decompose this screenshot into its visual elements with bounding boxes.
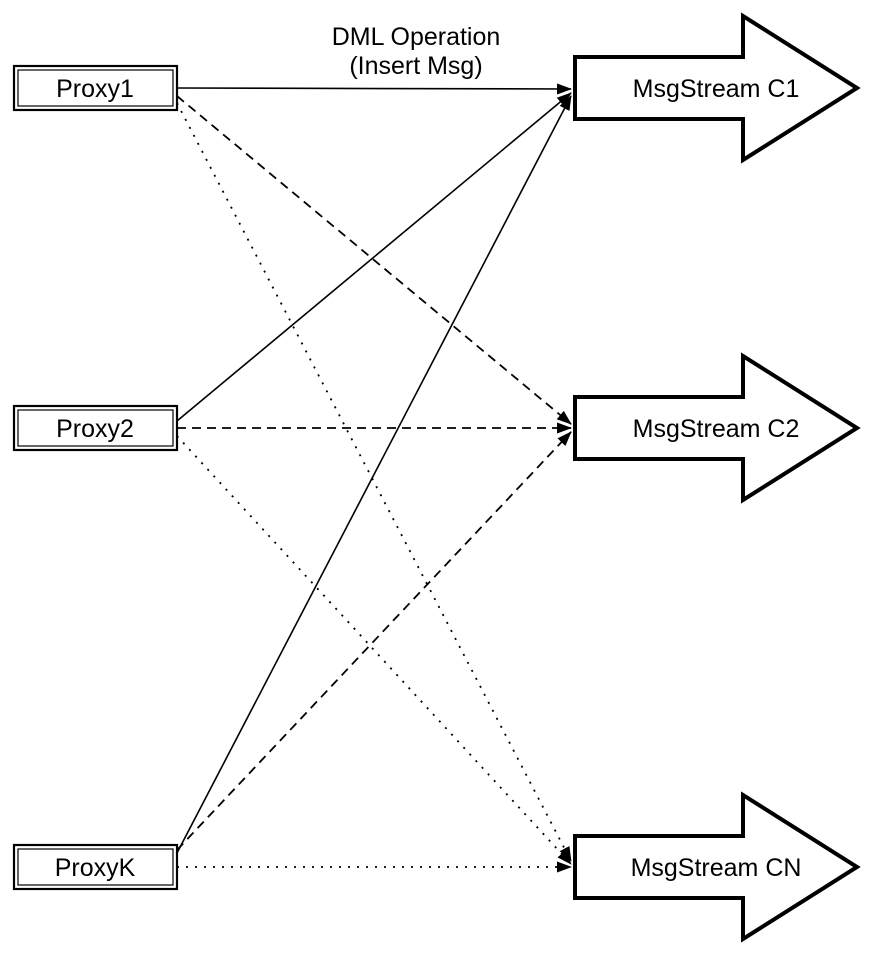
proxyk-label: ProxyK xyxy=(55,854,136,882)
edge-layer xyxy=(176,83,572,873)
node-proxy1: Proxy1 xyxy=(12,64,179,112)
edge-proxy1-cn xyxy=(176,102,572,862)
edge-proxyk-c1 xyxy=(176,95,572,854)
proxyk-box-inner xyxy=(17,848,174,886)
proxy2-box xyxy=(12,404,179,452)
msgstream-cn-arrow-shape xyxy=(573,791,861,943)
diagram-title-line1: DML Operation xyxy=(332,23,501,51)
node-proxy2: Proxy2 xyxy=(12,404,179,452)
node-msgstream-c2: MsgStream C2 xyxy=(573,352,861,504)
node-msgstream-c1: MsgStream C1 xyxy=(573,12,861,164)
proxy1-label: Proxy1 xyxy=(56,75,134,103)
diagram-title-line2: (Insert Msg) xyxy=(349,52,482,80)
proxy1-box xyxy=(12,64,179,112)
edge-proxy2-c1 xyxy=(176,92,572,422)
proxy2-label: Proxy2 xyxy=(56,415,134,443)
msgstream-c1-label: MsgStream C1 xyxy=(633,75,800,103)
edge-proxyk-c2 xyxy=(176,431,572,851)
msgstream-c2-arrow-shape xyxy=(573,352,861,504)
node-msgstream-cn: MsgStream CN xyxy=(573,791,861,943)
proxy2-box-inner xyxy=(17,409,174,447)
edge-proxy2-cn xyxy=(176,435,572,865)
msgstream-cn-label: MsgStream CN xyxy=(631,854,802,882)
node-proxyk: ProxyK xyxy=(12,843,179,891)
msgstream-c1-arrow-shape xyxy=(573,12,861,164)
proxyk-box xyxy=(12,843,179,891)
msgstream-c2-label: MsgStream C2 xyxy=(633,415,800,443)
edge-proxy1-c2 xyxy=(176,95,572,425)
proxy1-box-inner xyxy=(17,69,174,107)
edge-proxy1-c1 xyxy=(176,83,572,95)
